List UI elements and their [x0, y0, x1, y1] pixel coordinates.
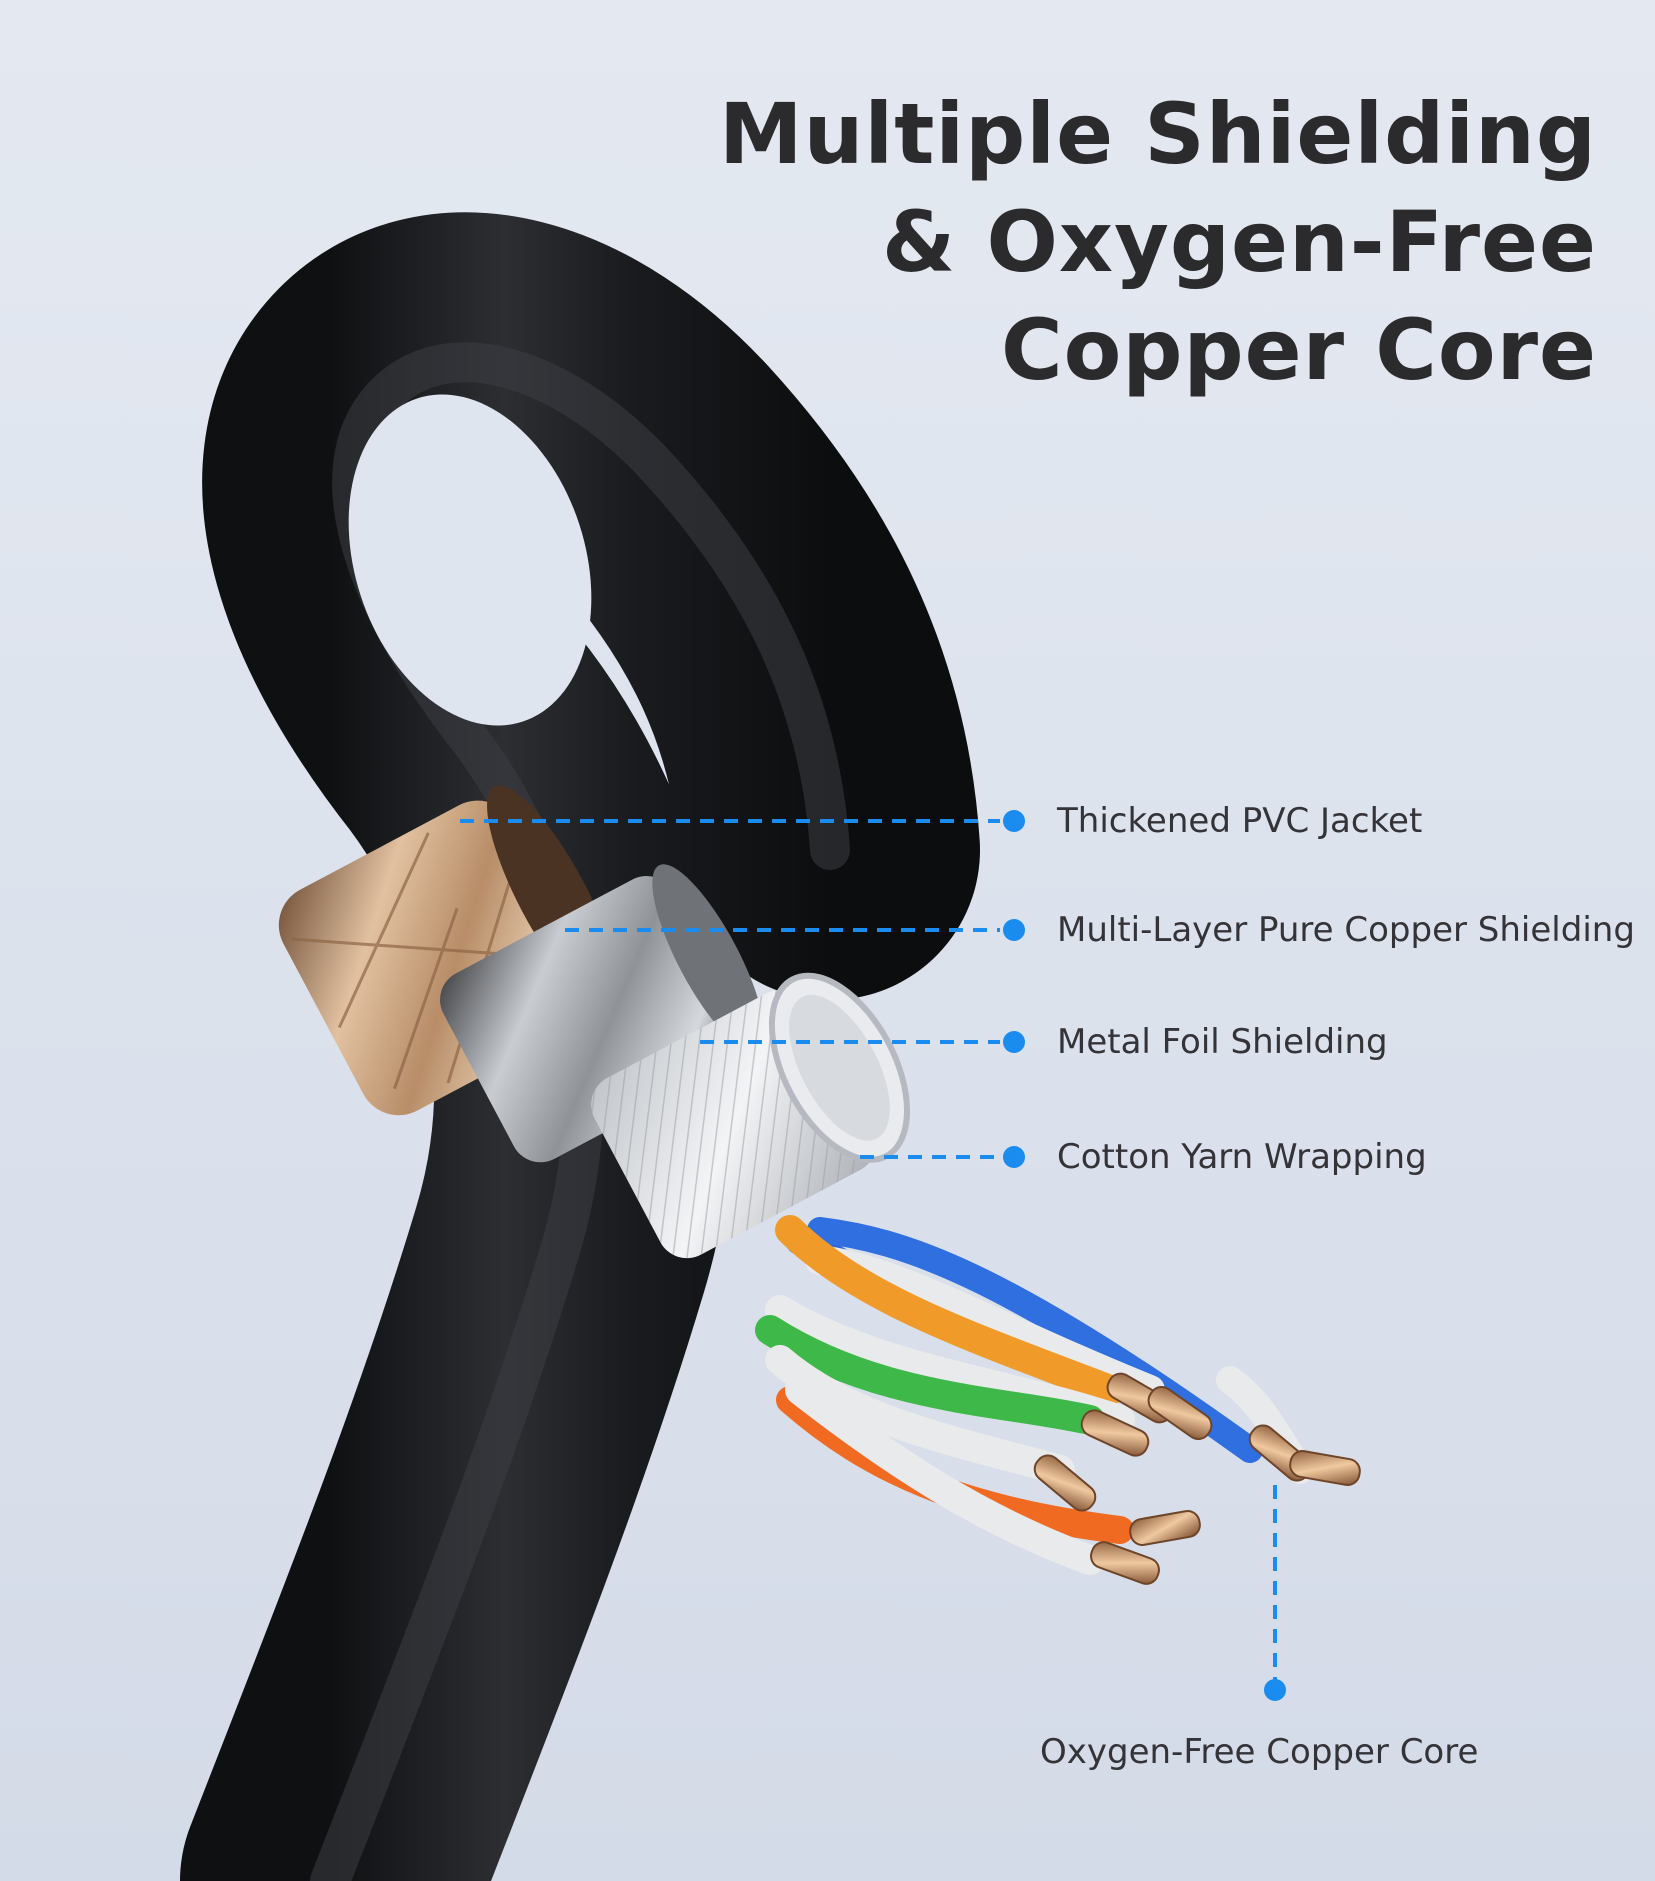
callout-dot-yarn	[1003, 1146, 1025, 1168]
headline-line-2: & Oxygen-Free	[882, 193, 1597, 291]
label-copper-core: Oxygen-Free Copper Core	[1040, 1732, 1479, 1772]
callout-dot-copper-shield	[1003, 919, 1025, 941]
label-metal-foil: Metal Foil Shielding	[1057, 1022, 1388, 1062]
callout-lines	[460, 819, 1277, 1680]
cotton-yarn-layer	[591, 972, 911, 1259]
label-copper-shielding: Multi-Layer Pure Copper Shielding	[1057, 910, 1635, 950]
cable-jacket-loop	[180, 212, 980, 1881]
label-cotton-yarn: Cotton Yarn Wrapping	[1057, 1137, 1427, 1177]
label-pvc-jacket: Thickened PVC Jacket	[1057, 801, 1423, 841]
twisted-pairs	[755, 1215, 1314, 1575]
callout-dots	[1003, 810, 1286, 1701]
copper-conductor-tips	[1033, 1372, 1361, 1585]
headline-line-3: Copper Core	[1000, 301, 1597, 399]
callout-dot-foil	[1003, 1031, 1025, 1053]
callout-dot-core	[1264, 1679, 1286, 1701]
callout-dot-jacket	[1003, 810, 1025, 832]
headline-line-1: Multiple Shielding	[719, 85, 1597, 183]
headline: Multiple Shielding & Oxygen-Free Copper …	[597, 80, 1597, 404]
